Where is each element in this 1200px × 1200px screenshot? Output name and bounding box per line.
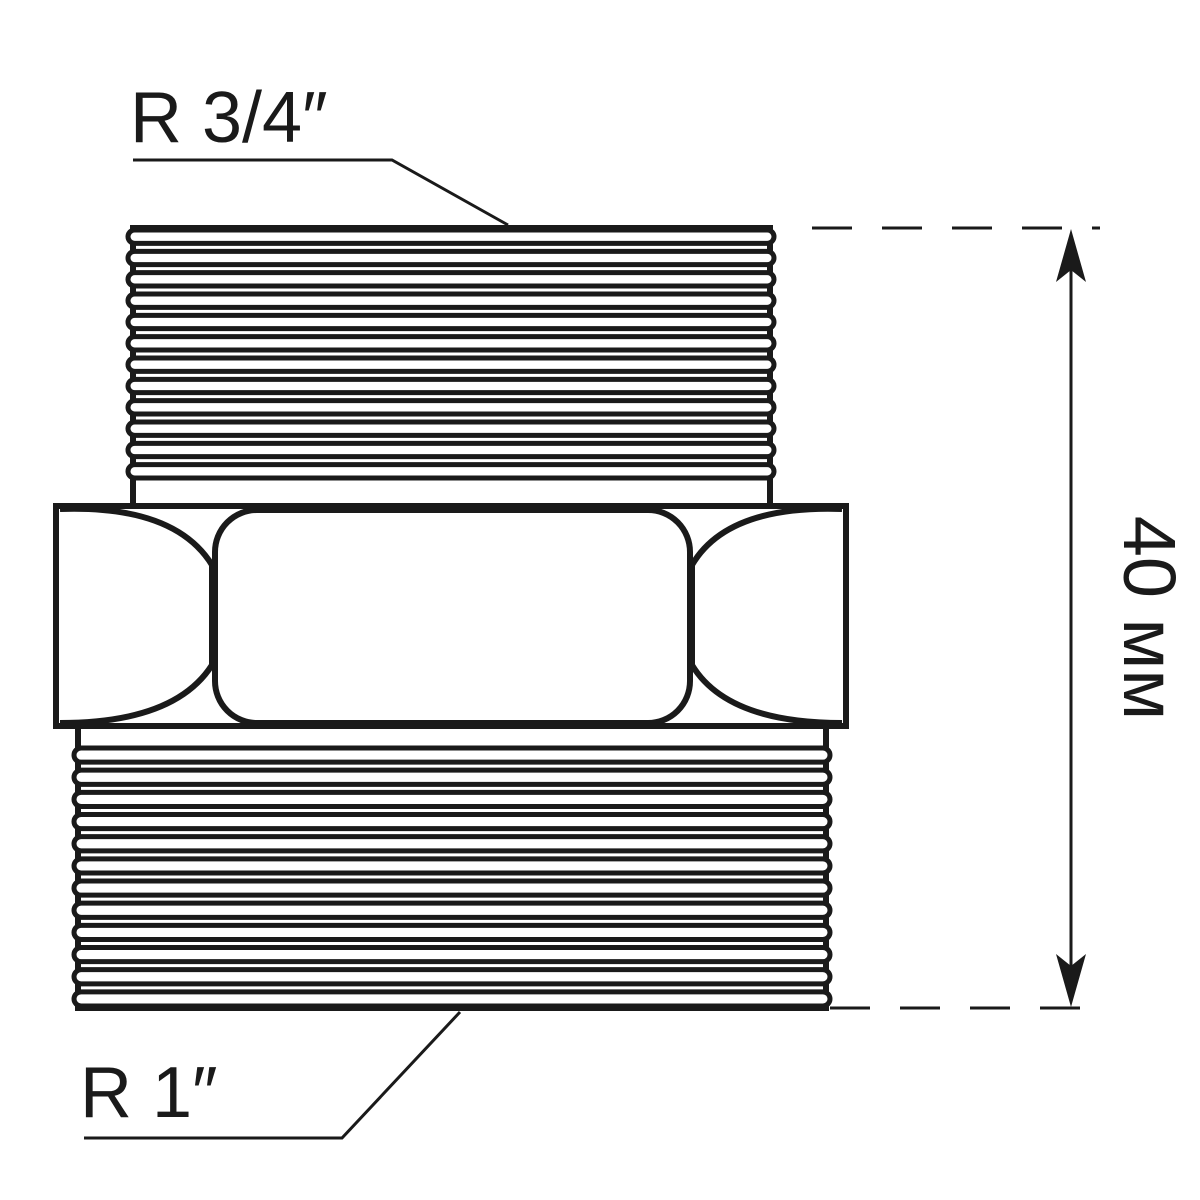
bottom-thread-ridges bbox=[71, 745, 833, 1009]
top-thread-ridge bbox=[125, 227, 777, 246]
top-thread-ridge bbox=[125, 291, 777, 310]
bottom-thread-ridge bbox=[71, 945, 833, 965]
top-thread-ridge bbox=[125, 376, 777, 396]
bottom-thread-leader bbox=[84, 1010, 462, 1140]
top-threaded-section bbox=[125, 225, 777, 509]
top-thread-ridge bbox=[125, 312, 777, 332]
hex-nut-right-facet bbox=[689, 505, 843, 726]
bottom-thread-ridge bbox=[71, 878, 833, 898]
bottom-thread-ridge bbox=[71, 967, 833, 987]
height-dimension: 40 мм bbox=[812, 226, 1191, 1010]
top-thread-ridge bbox=[125, 270, 777, 289]
bottom-thread-label: R 1″ bbox=[80, 1053, 218, 1133]
bottom-thread-ridge bbox=[71, 989, 833, 1009]
top-thread-ridges bbox=[125, 227, 777, 481]
top-thread-ridge bbox=[125, 355, 777, 374]
bottom-thread-ridge bbox=[71, 834, 833, 854]
dimension-arrow-top-icon bbox=[1056, 229, 1086, 282]
top-thread-ridge bbox=[125, 398, 777, 417]
top-thread-label: R 3/4″ bbox=[130, 78, 328, 158]
dimension-arrow-bottom-icon bbox=[1056, 954, 1086, 1007]
bottom-thread-ridge bbox=[71, 745, 833, 765]
bottom-thread-ridge bbox=[71, 900, 833, 920]
top-thread-ridge bbox=[125, 334, 777, 353]
bottom-thread-ridge bbox=[71, 922, 833, 942]
bottom-thread-ridge bbox=[71, 789, 833, 809]
bottom-threaded-section bbox=[71, 717, 833, 1011]
bottom-thread-ridge bbox=[71, 767, 833, 787]
top-thread-ridge bbox=[125, 462, 777, 481]
bottom-thread-ridge bbox=[71, 812, 833, 832]
height-dimension-label: 40 мм bbox=[1108, 516, 1191, 721]
top-thread-ridge bbox=[125, 248, 777, 268]
bottom-thread-ridge bbox=[71, 856, 833, 876]
hex-nut-center-face bbox=[212, 507, 693, 726]
top-thread-ridge bbox=[125, 440, 777, 460]
top-thread-leader bbox=[133, 158, 509, 227]
hex-nut bbox=[53, 503, 849, 729]
top-thread-ridge bbox=[125, 419, 777, 438]
